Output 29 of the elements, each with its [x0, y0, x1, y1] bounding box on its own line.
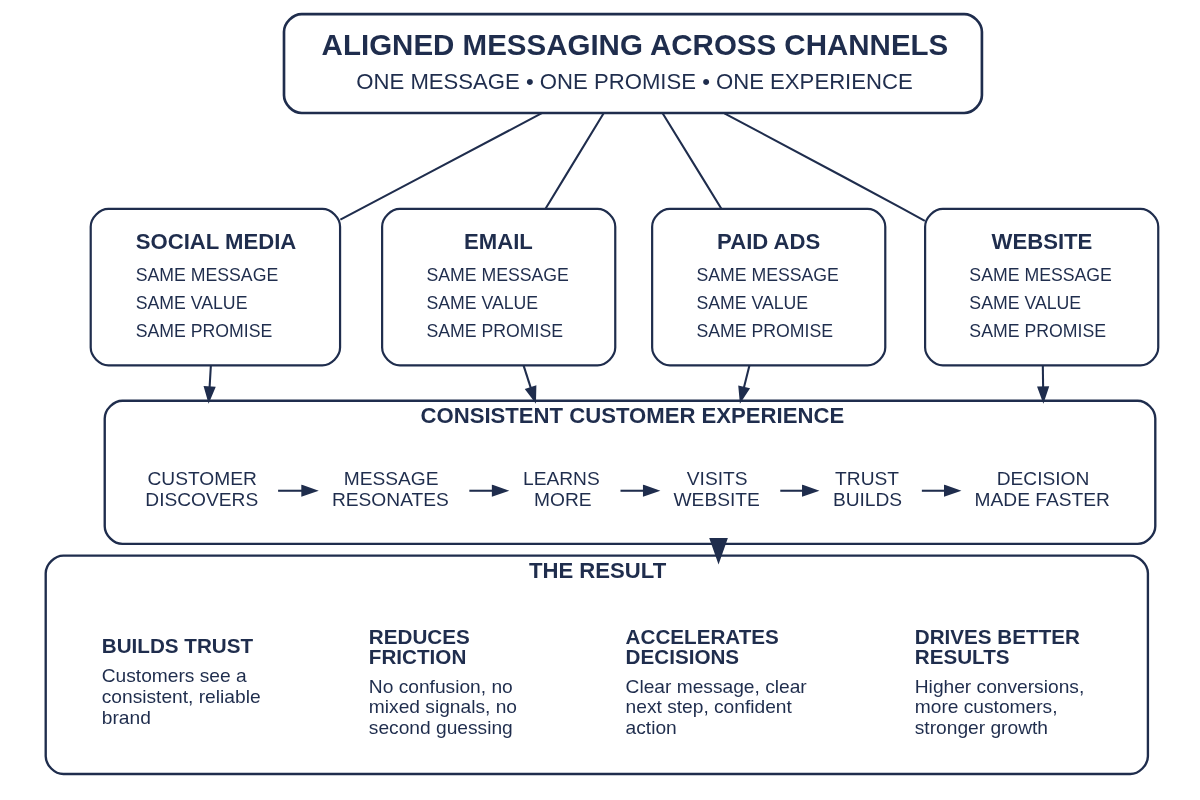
node-text: DECISION MADE FASTER [974, 468, 1110, 511]
node-text: ACCELERATES DECISIONS Clear message, clear next step, confident action [625, 624, 807, 739]
node-box: WEBSITE SAME MESSAGE SAME VALUE SAME PROMISE [923, 207, 1159, 367]
arrow [620, 484, 660, 497]
arrow [779, 484, 819, 497]
node-box: ALIGNED MESSAGING ACROSS CHANNELS ONE MESSAGE • ONE PROMISE • ONE EXPERIENCE [282, 12, 983, 115]
node-text: DRIVES BETTER RESULTS Higher conversions, more customers, stronger growth [914, 624, 1084, 739]
connector [544, 112, 604, 210]
arrow [277, 484, 319, 497]
node-text: REDUCES FRICTION No confusion, no mixed signals, no second guessing [368, 624, 517, 739]
arrow [203, 365, 216, 404]
node-text: MESSAGE RESONATES [331, 468, 449, 511]
node-text: BUILDS TRUST Customers see a consistent, reliable brand [101, 633, 261, 728]
node-text: VISITS WEBSITE [673, 468, 760, 511]
node-box: SOCIAL MEDIA SAME MESSAGE SAME VALUE SAME PROMISE [89, 207, 341, 367]
node-box: EMAIL SAME MESSAGE SAME VALUE SAME PROMISE [380, 207, 616, 367]
connector [339, 112, 542, 221]
node-text: LEARNS MORE [522, 468, 600, 511]
arrow [921, 484, 961, 497]
arrow [468, 484, 509, 497]
node-text: TRUST BUILDS [832, 468, 902, 511]
node-box: PAID ADS SAME MESSAGE SAME VALUE SAME PROMISE [650, 207, 886, 367]
arrow [1036, 365, 1049, 404]
connector [723, 112, 925, 222]
node-text: CUSTOMER DISCOVERS [144, 468, 258, 511]
arrow [737, 365, 750, 404]
connector [661, 112, 722, 210]
arrow [522, 365, 536, 404]
arrow [708, 537, 728, 565]
